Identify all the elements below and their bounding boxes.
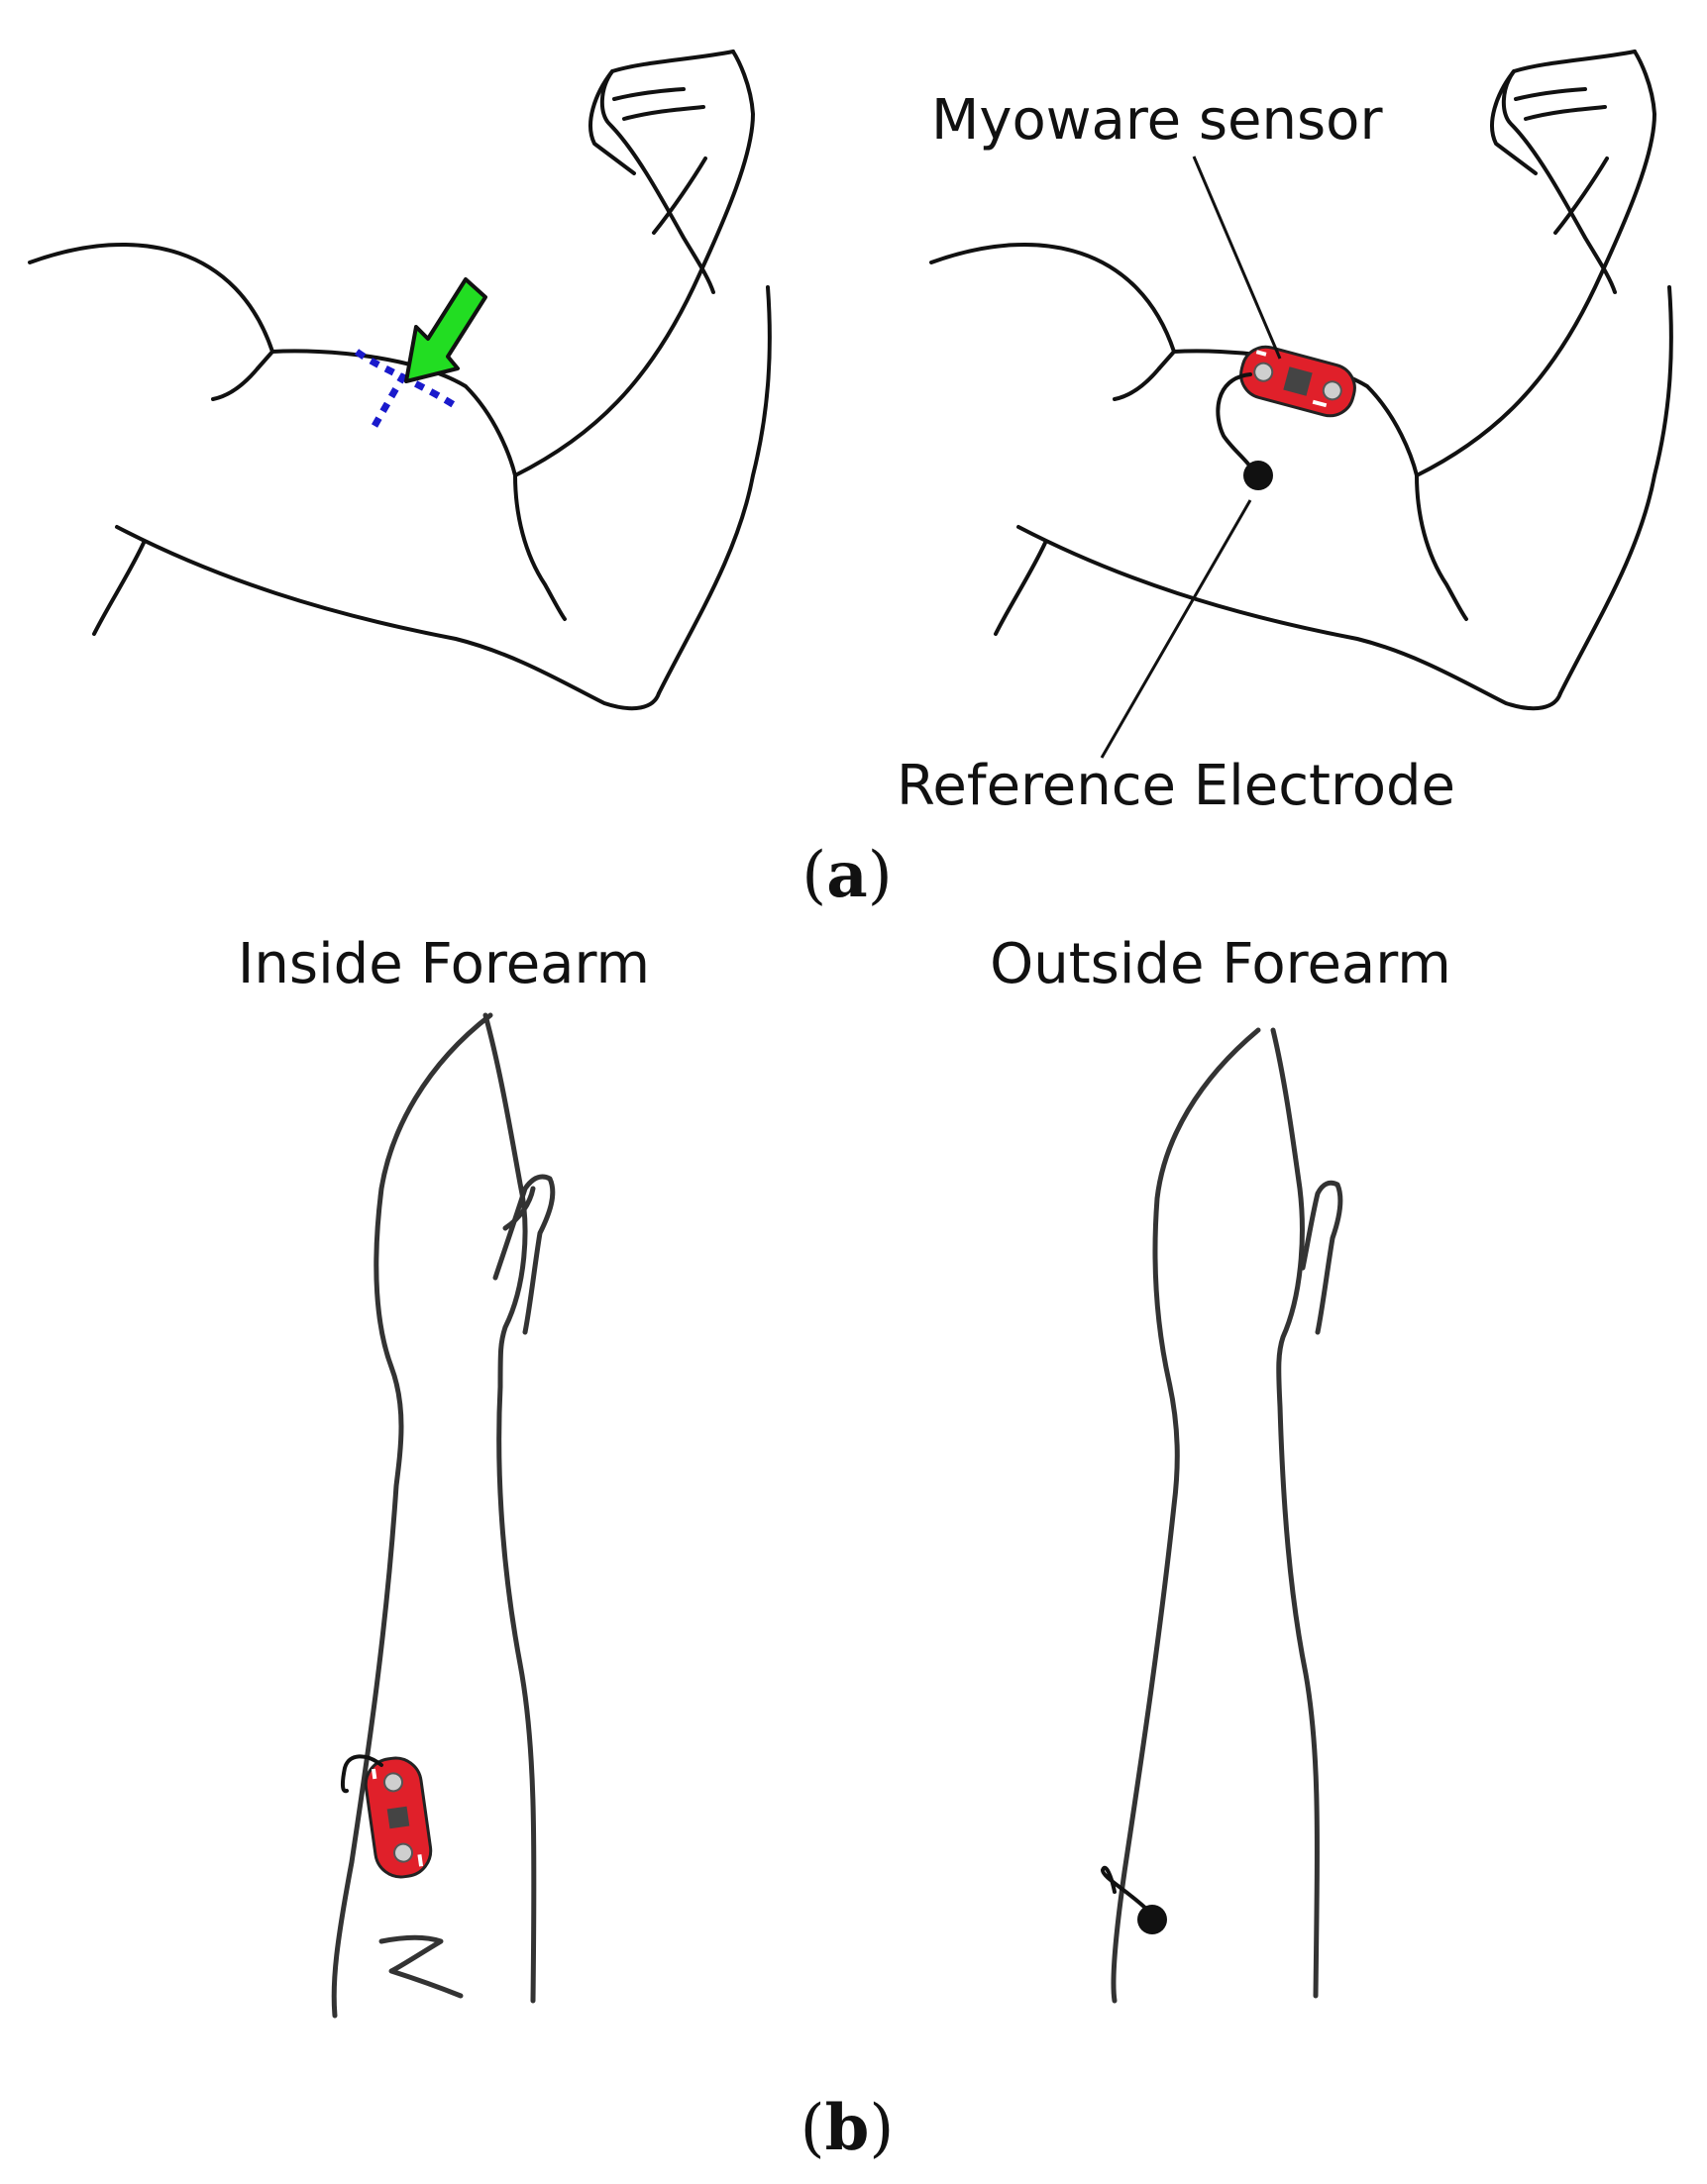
right-arm-drawing — [929, 50, 1673, 711]
panel-a-open: ( — [801, 839, 826, 912]
inside-forearm-drawing — [331, 1012, 556, 2019]
panel-b-letter: b — [825, 2091, 870, 2165]
panel-a-close: ) — [868, 839, 893, 912]
outside-electrode-dot-icon — [1137, 1905, 1167, 1934]
inside-forearm-label: Inside Forearm — [238, 932, 650, 996]
panel-a-caption: (a) — [801, 838, 892, 912]
outside-forearm-drawing — [1111, 1027, 1343, 2004]
electrode-dot-icon — [1243, 461, 1273, 490]
placement-line — [354, 349, 458, 428]
panel-b-caption: (b) — [800, 2091, 895, 2165]
green-arrow-icon — [404, 277, 487, 383]
panel-a-letter: a — [826, 838, 867, 912]
reference-electrode-label: Reference Electrode — [897, 754, 1455, 818]
inside-forearm-sensor-icon — [364, 1756, 433, 1879]
myoware-sensor-label: Myoware sensor — [931, 88, 1383, 153]
panel-b-close: ) — [869, 2092, 894, 2165]
outside-forearm-label: Outside Forearm — [990, 932, 1451, 996]
myoware-board-icon — [1239, 345, 1356, 418]
sensor-leader-line — [1192, 156, 1282, 360]
electrode-leader-line — [1100, 499, 1252, 759]
panel-b-open: ( — [800, 2092, 825, 2165]
left-arm-drawing — [28, 50, 772, 711]
